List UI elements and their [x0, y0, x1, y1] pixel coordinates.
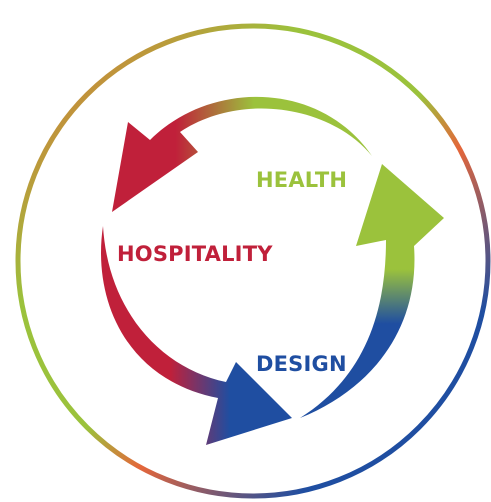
health-label: HEALTH [256, 168, 347, 192]
hospitality-to-design-arrow [101, 226, 292, 445]
health-to-hospitality-arrow [112, 96, 372, 212]
design-to-health-arrow [300, 164, 444, 418]
design-label: DESIGN [256, 352, 347, 376]
hospitality-label: HOSPITALITY [117, 242, 273, 266]
outer-ring [15, 23, 491, 499]
